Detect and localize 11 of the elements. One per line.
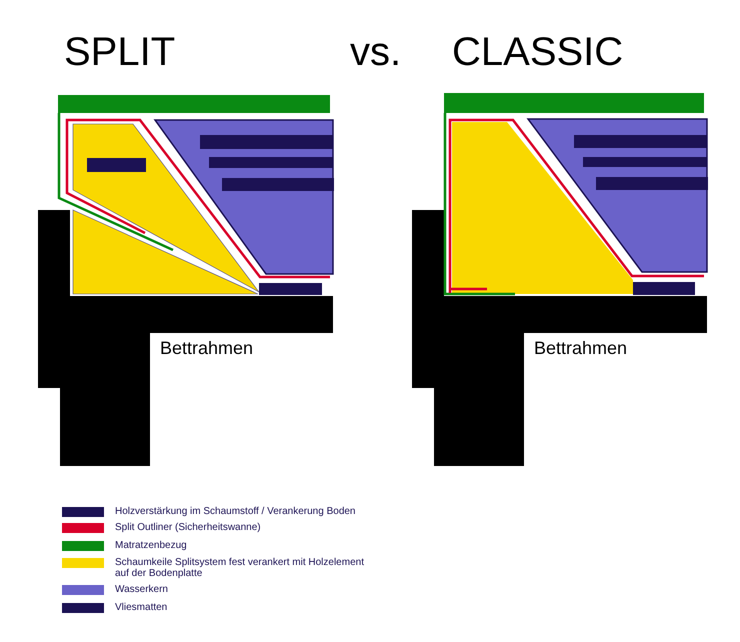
- legend-text: Matratzenbezug: [115, 540, 188, 551]
- frame-label: Bettrahmen: [534, 338, 628, 359]
- legend-text: Vliesmatten: [115, 602, 168, 613]
- frame-label: Bettrahmen: [160, 338, 254, 359]
- legend-text: Holzverstärkung im Schaumstoff / Verankerung Boden: [115, 506, 356, 517]
- legend-text: Wasserkern: [115, 584, 169, 595]
- title: CLASSIC: [452, 30, 624, 75]
- vs-text: vs.: [350, 30, 402, 75]
- legend-text: Split Outliner (Sicherheitswanne): [115, 522, 262, 533]
- legend-text: Schaumkeile Splitsystem fest verankert mit Holzelement auf der Bodenplatte: [115, 557, 365, 579]
- title: SPLIT: [64, 30, 176, 75]
